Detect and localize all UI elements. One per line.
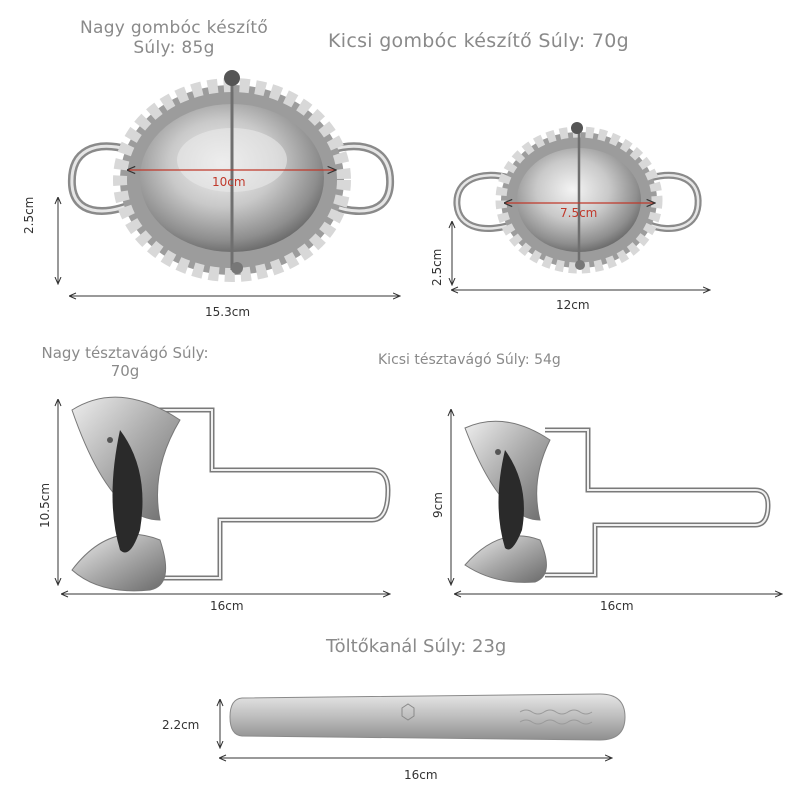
small-dumpling-maker-title: Kicsi gombóc készítő Súly: 70g xyxy=(328,30,629,52)
large-dough-cutter-height-label: 10.5cm xyxy=(38,482,52,528)
small-dumpling-width-label: 12cm xyxy=(556,298,590,312)
large-dough-cutter-width-label: 16cm xyxy=(210,599,244,613)
large-dumpling-height-label: 2.5cm xyxy=(22,196,36,234)
small-dough-cutter-image xyxy=(464,420,771,583)
large-dough-cutter-image xyxy=(71,396,391,592)
large-dumpling-maker-name: Nagy gombóc készítő xyxy=(79,18,269,38)
large-dumpling-maker-weight: Súly: 85g xyxy=(133,38,215,58)
large-dumpling-maker-image xyxy=(67,70,395,282)
large-dumpling-maker-title: Nagy gombóc készítő Súly: 85g xyxy=(70,18,278,58)
filling-spoon-image xyxy=(229,693,626,741)
filling-spoon-height-label: 2.2cm xyxy=(162,718,200,732)
small-dough-cutter-height-label: 9cm xyxy=(431,492,445,518)
small-dumpling-height-label: 2.5cm xyxy=(430,248,444,286)
small-dumpling-diameter-label: 7.5cm xyxy=(560,206,598,220)
small-dough-cutter-width-label: 16cm xyxy=(600,599,634,613)
small-dough-cutter-title: Kicsi tésztavágó Súly: 54g xyxy=(378,352,561,368)
large-dough-cutter-title: Nagy tésztavágó Súly: 70g xyxy=(30,344,220,380)
large-dough-cutter-weight: 70g xyxy=(110,362,140,380)
large-dough-cutter-name: Nagy tésztavágó Súly: xyxy=(41,344,209,362)
large-dumpling-diameter-label: 10cm xyxy=(212,175,246,189)
small-dumpling-maker-image xyxy=(453,122,702,274)
large-dumpling-width-label: 15.3cm xyxy=(205,305,251,319)
filling-spoon-width-label: 16cm xyxy=(404,768,438,782)
filling-spoon-title: Töltőkanál Súly: 23g xyxy=(326,636,507,657)
